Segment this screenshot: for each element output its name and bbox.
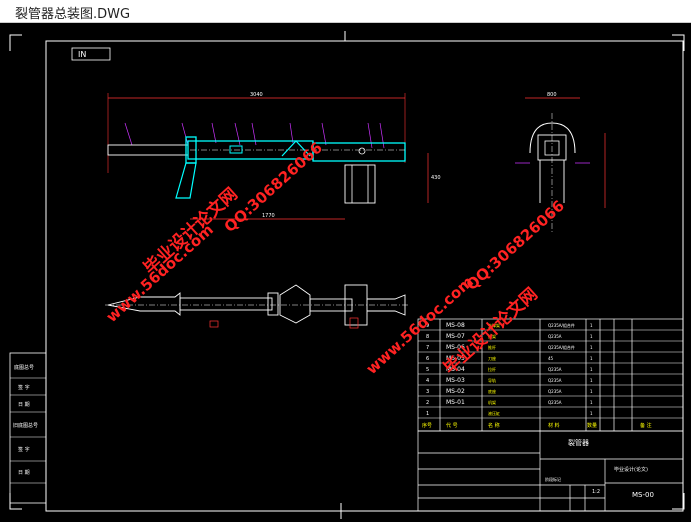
bom-cell-code: MS-01 — [446, 399, 465, 406]
bom-table — [417, 318, 684, 432]
left-strip-label: 日 期 — [18, 470, 30, 476]
bom-cell-qty: 1 — [590, 378, 593, 383]
bom-cell-material: Q235A — [548, 400, 562, 405]
bom-cell-name: 机架 — [488, 399, 496, 405]
left-strip-label: 旧底图总号 — [13, 422, 38, 429]
bom-cell-material: Q235A/组合件 — [548, 322, 575, 328]
drawing-frame — [45, 40, 684, 512]
bom-header-code: 代 号 — [446, 422, 458, 429]
bom-cell-qty: 1 — [590, 400, 593, 405]
bom-cell-no: 1 — [426, 411, 429, 417]
watermarks: 毕业设计论文网 www.56doc.com QQ:306826066 毕业设计论… — [103, 139, 568, 379]
bom-cell-qty: 1 — [590, 356, 593, 361]
cad-drawing: IN 底图总号 签 字 日 期 旧底图总号 签 字 日 期 3040 1770 … — [9, 31, 685, 519]
bom-cell-code: MS-06 — [446, 344, 465, 351]
bom-cell-code: MS-08 — [446, 322, 465, 329]
bom-header-qty: 数量 — [587, 422, 597, 429]
top-view — [105, 284, 408, 329]
bom-cell-qty: 1 — [590, 334, 593, 339]
bom-cell-no: 7 — [426, 345, 429, 351]
watermark-qq: QQ:306826066 — [463, 197, 568, 294]
front-view: 3040 1770 430 — [107, 92, 441, 220]
bom-cell-code: MS-04 — [446, 366, 465, 373]
bom-header-remark: 备 注 — [640, 422, 652, 429]
left-strip-label: 底图总号 — [14, 364, 34, 371]
side-view: 800 — [515, 92, 606, 233]
bom-cell-material: Q235A — [548, 334, 562, 339]
bom-rows: 9 MS-08 支撑架 Q235A/组合件 1 8 MS-07 托架 Q235A 1 7 MS-06 推… — [418, 322, 683, 429]
bom-cell-code: MS-03 — [446, 377, 465, 384]
bom-cell-name: 托架 — [488, 333, 496, 339]
bom-cell-qty: 1 — [590, 345, 593, 350]
bom-cell-no: 4 — [426, 378, 429, 384]
bom-cell-name: 刀座 — [488, 355, 496, 361]
bom-cell-qty: 1 — [590, 323, 593, 328]
bom-cell-material: Q235A — [548, 367, 562, 372]
bom-header-no: 序号 — [422, 422, 432, 429]
bom-cell-no: 2 — [426, 400, 429, 406]
bom-cell-name: 导轨 — [488, 377, 496, 383]
corner-tag-box — [71, 47, 111, 61]
title-part-name: 裂管器 — [568, 438, 589, 447]
window-titlebar: 裂管器总装图.DWG — [0, 0, 691, 23]
left-strip-label: 签 字 — [18, 384, 30, 391]
title-school: 毕业设计(论文) — [614, 466, 648, 473]
bom-cell-qty: 1 — [590, 389, 593, 394]
left-strip-label: 日 期 — [18, 402, 30, 408]
bom-cell-material: 45 — [548, 356, 554, 361]
bom-cell-no: 8 — [426, 334, 429, 340]
bom-header-material: 材 料 — [548, 422, 560, 429]
left-strip-label: 签 字 — [18, 446, 30, 453]
window-title: 裂管器总装图.DWG — [15, 7, 131, 22]
dim-height: 430 — [431, 175, 441, 181]
title-drawing-no: MS-00 — [632, 491, 654, 499]
bom-cell-name: 底座 — [488, 388, 496, 394]
dim-lower-len: 1770 — [262, 213, 275, 219]
bom-cell-code: MS-05 — [446, 355, 465, 362]
bom-cell-code: MS-02 — [446, 388, 465, 395]
corner-tag: IN — [78, 50, 86, 59]
left-strip: 底图总号 签 字 日 期 旧底图总号 签 字 日 期 — [9, 352, 47, 504]
cad-drawing-canvas[interactable]: IN 底图总号 签 字 日 期 旧底图总号 签 字 日 期 3040 1770 … — [0, 23, 691, 522]
bom-cell-material: Q235A — [548, 378, 562, 383]
bom-cell-no: 3 — [426, 389, 429, 395]
bom-cell-code: MS-07 — [446, 333, 465, 340]
dim-top-len: 3040 — [250, 92, 263, 98]
bom-cell-material: Q235A — [548, 389, 562, 394]
title-block — [417, 430, 684, 512]
dim-side: 800 — [547, 92, 557, 98]
bom-cell-qty: 1 — [590, 367, 593, 372]
bom-header-name: 名 称 — [488, 422, 500, 429]
title-stage: 阶段标记 — [545, 476, 561, 482]
bom-cell-no: 6 — [426, 356, 429, 362]
bom-cell-qty: 1 — [590, 411, 593, 416]
bom-cell-no: 9 — [426, 323, 429, 329]
title-scale: 1:2 — [592, 489, 600, 495]
bom-cell-name: 推杆 — [488, 344, 496, 350]
bom-cell-name: 液压缸 — [488, 410, 500, 416]
bom-cell-material: Q235A/组合件 — [548, 344, 575, 350]
bom-cell-no: 5 — [426, 367, 429, 373]
bom-cell-name: 支撑架 — [488, 322, 500, 328]
bom-cell-name: 拉杆 — [488, 366, 496, 372]
